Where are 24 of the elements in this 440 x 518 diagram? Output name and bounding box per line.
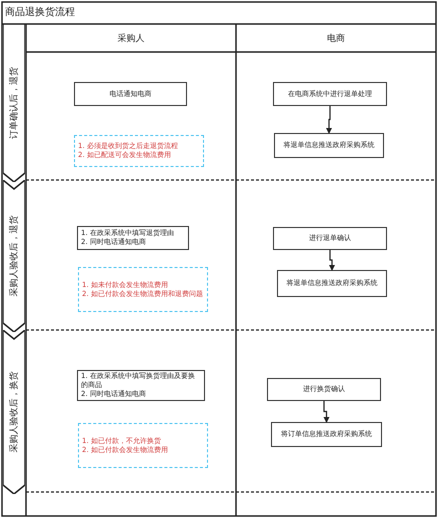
note-box [78,423,208,468]
lane-title: 电商 [327,32,345,44]
arrow [329,250,335,271]
note-box [78,267,208,312]
phase-band [3,330,25,494]
process-box [267,378,381,401]
arrow [326,106,332,134]
phase-label: 采购人验收后，退货 [8,216,20,296]
arrow [323,401,330,423]
process-box [74,82,187,106]
phase-band [3,24,25,182]
process-box [77,370,205,401]
phase-band [3,180,25,332]
phase-label: 订单确认后，退货 [8,67,20,139]
process-box [77,226,189,250]
process-box [274,133,384,158]
lane-title: 采购人 [118,32,144,44]
process-box [277,270,387,297]
process-box [273,227,387,250]
process-box [271,422,382,447]
phase-label: 采购人验收后，换货 [8,372,20,452]
process-box [273,82,387,106]
note-box [74,135,204,167]
diagram-title: 商品退换货流程 [5,6,75,19]
